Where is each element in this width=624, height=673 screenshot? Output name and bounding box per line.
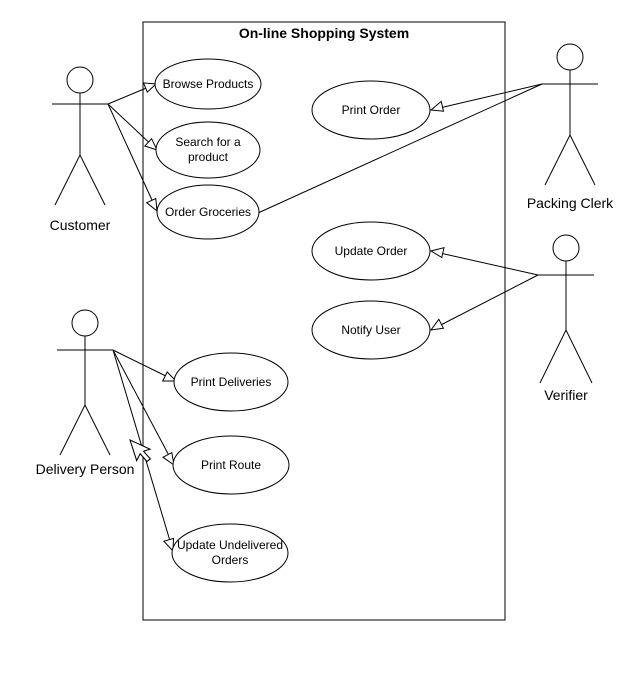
actor-left-leg <box>544 134 571 186</box>
use-case-ellipse <box>311 300 431 360</box>
use-case-ellipse <box>311 221 431 281</box>
use-case-search-product[interactable]: Search for a product <box>155 121 261 179</box>
use-case-ellipse <box>171 523 289 583</box>
use-case-print-deliveries[interactable]: Print Deliveries <box>173 352 289 412</box>
use-case-ellipse <box>156 184 260 240</box>
use-case-ellipse <box>173 352 289 412</box>
use-case-label: Browse Products <box>163 77 254 91</box>
actor-packing-clerk-label: Packing Clerk <box>527 195 614 211</box>
system-boundary <box>142 21 506 621</box>
actor-head <box>66 66 94 94</box>
use-case-label: Print Deliveries <box>191 375 272 389</box>
actor-verifier-label: Verifier <box>544 387 588 403</box>
actor-packing-clerk <box>542 43 598 186</box>
use-case-label: Order Groceries <box>165 205 251 219</box>
use-case-label: Print Route <box>201 458 261 472</box>
use-case-update-undelivered-orders[interactable]: Update Undelivered Orders <box>171 523 289 583</box>
use-case-print-route[interactable]: Print Route <box>172 435 290 495</box>
use-case-ellipse <box>154 58 262 110</box>
actor-head <box>552 234 580 262</box>
arrowhead <box>162 537 175 553</box>
actor-head <box>556 43 584 71</box>
use-case-label-line-1: Search for a <box>175 135 241 149</box>
actor-left-leg <box>54 154 81 206</box>
use-case-notify-user[interactable]: Notify User <box>311 300 431 360</box>
use-case-label-line-2: Orders <box>212 553 249 567</box>
actor-right-leg <box>79 154 106 206</box>
arrowhead <box>429 100 445 112</box>
system-title: On-line Shopping System <box>239 25 409 41</box>
assoc-customer-order <box>107 103 158 212</box>
arrowhead <box>429 247 445 259</box>
associations <box>107 82 543 553</box>
use-case-browse-products[interactable]: Browse Products <box>154 58 262 110</box>
use-case-label-line-2: product <box>188 150 229 164</box>
use-case-update-order[interactable]: Update Order <box>311 221 431 281</box>
arrowhead <box>142 82 158 93</box>
mouse-cursor-icon <box>129 438 152 463</box>
arrowhead <box>143 137 158 151</box>
use-case-label: Print Order <box>342 103 401 117</box>
use-case-order-groceries[interactable]: Order Groceries <box>156 184 260 240</box>
assoc-clerk-order <box>257 83 543 214</box>
use-case-ellipse <box>172 435 290 495</box>
actor-head <box>71 309 99 337</box>
actor-delivery-person-label: Delivery Person <box>36 461 135 477</box>
actor-right-leg <box>569 134 596 186</box>
use-case-label-line-1: Update Undelivered <box>177 538 283 552</box>
actor-right-leg <box>84 404 111 456</box>
actor-delivery-person <box>57 309 113 456</box>
assoc-delivery-print-route <box>112 349 175 466</box>
actor-customer <box>52 66 108 206</box>
actor-verifier <box>538 234 594 384</box>
actor-left-leg <box>59 404 86 456</box>
arrowhead <box>161 371 178 382</box>
actor-left-leg <box>539 329 567 384</box>
assoc-verifier-update <box>430 250 539 276</box>
arrowhead <box>145 197 158 213</box>
assoc-clerk-print-order <box>430 83 543 111</box>
assoc-verifier-notify <box>430 274 539 331</box>
actor-customer-label: Customer <box>50 217 111 233</box>
actor-right-leg <box>565 329 593 384</box>
arrowhead <box>162 451 175 467</box>
use-case-label: Update Order <box>335 244 408 258</box>
use-case-print-order[interactable]: Print Order <box>311 80 431 140</box>
arrowhead <box>429 318 445 331</box>
use-case-ellipse <box>311 80 431 140</box>
use-case-ellipse <box>155 121 261 179</box>
use-case-label: Notify User <box>341 323 400 337</box>
